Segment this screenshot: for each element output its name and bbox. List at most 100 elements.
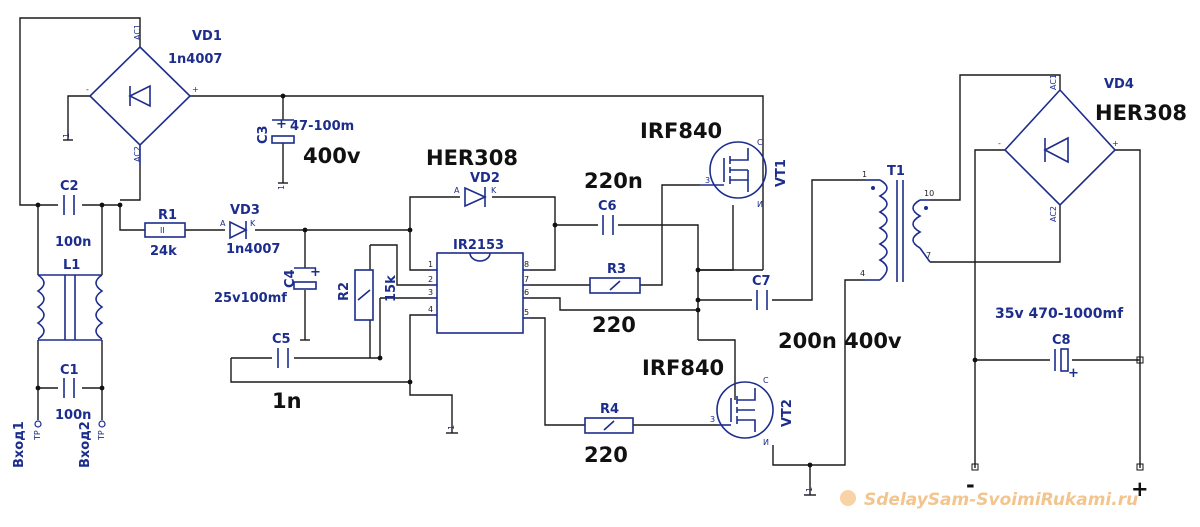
svg-text:1: 1 (805, 487, 814, 492)
svg-text:8: 8 (524, 260, 529, 269)
svg-text:1: 1 (62, 133, 71, 138)
svg-text:HER308: HER308 (1095, 101, 1187, 125)
svg-text:И: И (763, 438, 769, 447)
svg-text:+: + (192, 85, 199, 94)
svg-text:-: - (86, 85, 89, 94)
svg-text:1n4007: 1n4007 (226, 242, 280, 257)
svg-text:C4: C4 (283, 269, 298, 288)
svg-text:II: II (160, 226, 165, 235)
svg-text:И: И (757, 200, 763, 209)
vd1-ref: VD1 (192, 29, 222, 44)
svg-text:100n: 100n (55, 408, 91, 423)
svg-text:+: + (276, 117, 287, 132)
l1-choke: L1 (36, 258, 104, 341)
svg-text:6: 6 (524, 288, 529, 297)
svg-text:3: 3 (428, 288, 433, 297)
c3-value: 47-100m (290, 119, 354, 134)
svg-text:1n: 1n (272, 389, 302, 413)
svg-text:R2: R2 (337, 282, 352, 301)
vt1-mosfet: C 3 И VT1 IRF840 (640, 119, 789, 209)
svg-text:R3: R3 (607, 262, 626, 277)
junctions (35, 93, 978, 468)
r4-resistor: R4 220 (584, 402, 634, 467)
svg-text:A: A (220, 219, 226, 228)
svg-text:K: K (250, 219, 256, 228)
svg-text:25v100mf: 25v100mf (214, 291, 287, 306)
svg-text:4: 4 (860, 269, 865, 278)
wire-ac2 (120, 165, 141, 201)
svg-text:1: 1 (862, 170, 867, 179)
svg-text:24k: 24k (150, 244, 177, 259)
svg-text:C7: C7 (752, 274, 771, 289)
svg-text:C: C (757, 138, 763, 147)
c8-capacitor: + C8 35v 470-1000mf (995, 306, 1124, 381)
svg-text:4: 4 (428, 305, 433, 314)
ir2153-ic: IR2153 1 2 3 4 5 6 7 8 (428, 238, 530, 334)
wires (19, 17, 1144, 496)
c4-capacitor: + C4 25v100mf (214, 265, 321, 306)
input-2-label: Вход2 (78, 421, 93, 468)
svg-text:AC2: AC2 (133, 146, 142, 162)
c3-capacitor: C3 47-100m + 400v (256, 117, 361, 168)
vt2-mosfet: C 3 И VT2 IRF840 (642, 356, 795, 447)
svg-text:220n: 220n (584, 169, 643, 193)
svg-text:VD4: VD4 (1104, 77, 1134, 92)
svg-text:+: + (1068, 366, 1079, 381)
svg-text:IRF840: IRF840 (642, 356, 724, 380)
output-positive: + (1131, 477, 1149, 501)
svg-text:10: 10 (924, 189, 934, 198)
svg-text:HER308: HER308 (426, 146, 518, 170)
vd2-diode: VD2 A K HER308 (426, 146, 518, 208)
r2-resistor: R2 15k (337, 269, 399, 321)
svg-text:3: 3 (710, 415, 715, 424)
svg-text:1: 1 (277, 185, 286, 190)
terminal-pos (1136, 463, 1144, 471)
input-1-label: Вход1 (12, 421, 27, 468)
wire-plus-rail (190, 95, 764, 270)
svg-text:C5: C5 (272, 332, 291, 347)
watermark: SdelaySam-SvoimiRukami.ru (840, 490, 1138, 510)
input-terminals: Вход1 ТР Вход2 ТР (12, 420, 106, 468)
svg-text:IRF840: IRF840 (640, 119, 722, 143)
vd3-diode: VD3 A K 1n4007 (220, 203, 280, 257)
svg-text:C: C (763, 376, 769, 385)
c3-ref: C3 (256, 125, 271, 144)
svg-text:VT2: VT2 (780, 399, 795, 427)
svg-text:VD2: VD2 (470, 171, 500, 186)
svg-text:15k: 15k (384, 275, 399, 302)
svg-text:VD3: VD3 (230, 203, 260, 218)
c1-capacitor: C1 100n (55, 363, 91, 423)
svg-text:-: - (998, 139, 1001, 148)
vd4-bridge: AC1 AC2 - + VD4 HER308 (998, 74, 1187, 222)
c5-capacitor: C5 1n (272, 332, 302, 413)
svg-text:T1: T1 (887, 164, 905, 179)
svg-text:A: A (454, 186, 460, 195)
svg-text:35v 470-1000mf: 35v 470-1000mf (995, 306, 1124, 322)
wire-vd1-minus (67, 95, 90, 140)
svg-text:220: 220 (592, 313, 636, 337)
svg-text:ТР: ТР (97, 430, 106, 441)
vd1-bridge: AC1 AC2 - + VD1 1n4007 (86, 24, 222, 165)
svg-text:ТР: ТР (33, 430, 42, 441)
svg-text:5: 5 (524, 308, 529, 317)
output-negative: - (966, 473, 975, 497)
ground-marks: 1 1 1 1 (62, 133, 814, 492)
svg-text:1: 1 (428, 260, 433, 269)
svg-text:100n: 100n (55, 235, 91, 250)
svg-text:AC2: AC2 (1049, 206, 1058, 222)
svg-text:AC1: AC1 (133, 24, 142, 40)
svg-text:L1: L1 (63, 258, 80, 273)
svg-text:220: 220 (584, 443, 628, 467)
svg-text:C2: C2 (60, 179, 79, 194)
terminal-neg (971, 463, 979, 471)
c2-capacitor: C2 100n (55, 179, 91, 250)
svg-text:R4: R4 (600, 402, 619, 417)
svg-text:7: 7 (926, 251, 931, 260)
c3-voltage: 400v (303, 144, 361, 168)
svg-text:C6: C6 (598, 199, 617, 214)
c6-capacitor: C6 220n (584, 169, 643, 235)
svg-text:C8: C8 (1052, 333, 1071, 348)
wire-ac1 (19, 17, 141, 206)
watermark-text: SdelaySam-SvoimiRukami.ru (864, 490, 1138, 510)
svg-text:3: 3 (705, 176, 710, 185)
